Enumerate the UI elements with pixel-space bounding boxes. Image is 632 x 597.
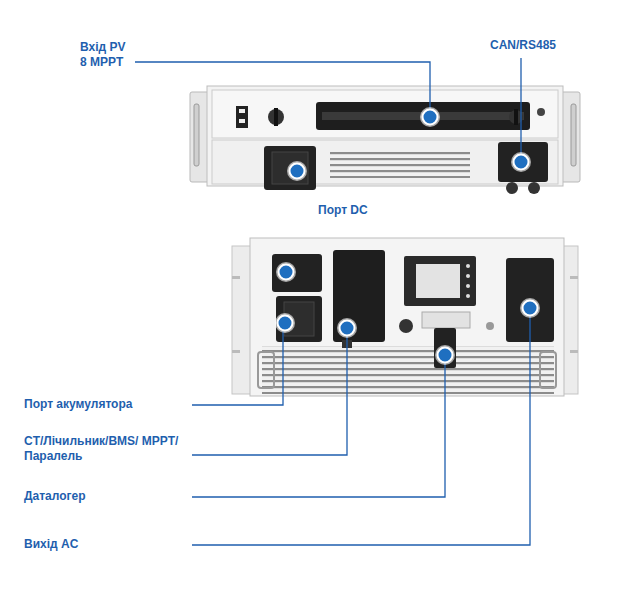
handle [258,352,274,388]
comm-port-box [333,250,385,342]
handle [571,104,576,166]
handle [540,352,556,388]
callout-marker [287,161,307,181]
callout-label: Порт акумулятора [24,397,194,412]
switch [239,119,245,123]
callout-marker [337,318,357,338]
datalogger [434,328,456,368]
callout-label: Вхід PV 8 MPPT [80,40,132,70]
callout-markers [275,107,540,365]
dc-port-box [272,254,322,292]
dc-port-box [272,152,308,184]
callout-label: CT/Лічильник/BMS/ MPPT/Паралель [24,434,184,464]
vent [262,346,554,394]
front-panel [207,86,563,186]
pv-connector-strip [316,102,530,130]
indicator [486,322,494,330]
callout-label: CAN/RS485 [490,38,600,53]
callout-marker [275,313,295,333]
switch [239,109,245,113]
rack-slot [570,276,578,279]
callout-marker [435,345,455,365]
datalogger-slot [422,312,470,328]
callout-label: Порт DC [318,203,408,218]
leader-line [520,58,521,154]
leader-line [192,331,283,405]
rack-plate [232,246,578,394]
button [466,264,470,268]
callout-label: Вихід AC [24,537,194,552]
rack-slot [232,276,240,279]
panel-section [212,140,558,184]
vent [330,152,470,178]
can-port-box [498,142,548,182]
callout-label: Даталогер [24,489,194,504]
indicator [537,108,545,116]
callout-marker [520,298,540,318]
leader-line [135,62,430,110]
leader-line [192,316,530,545]
rotary-switch [274,108,278,126]
button [466,274,470,278]
callout-marker [276,262,296,282]
bottom-unit [232,238,578,396]
leader-line [192,363,445,497]
callout-marker [511,152,531,172]
rack-slot [570,350,578,353]
cable-gland [528,182,540,194]
display [404,256,476,306]
rack-slot [232,350,240,353]
callout-marker [420,107,440,127]
display-screen [416,264,460,298]
panel-section [212,90,558,138]
leader-line [192,336,347,455]
switch [236,106,248,128]
rotary-switch [268,109,284,125]
button [466,294,470,298]
dc-port-box [264,146,316,190]
handle [194,104,199,166]
cable-gland [506,182,518,194]
button [466,284,470,288]
front-panel [250,238,564,396]
leader-lines [135,58,530,545]
connector [399,319,413,333]
rotary-switch [514,109,518,125]
